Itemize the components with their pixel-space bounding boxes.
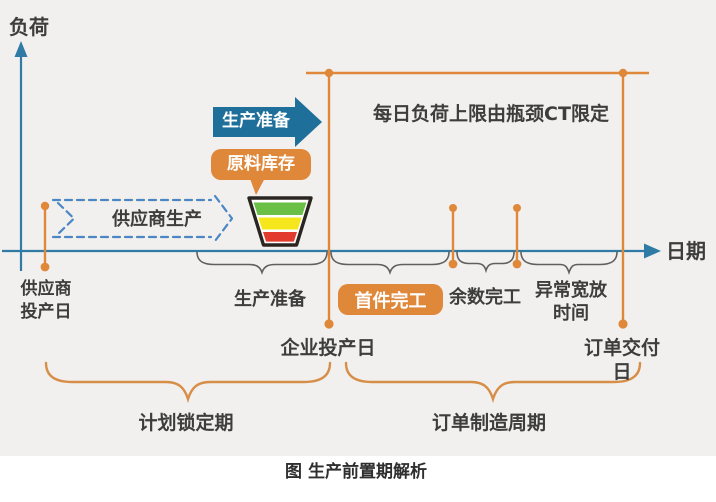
brace-first-piece <box>330 251 450 276</box>
remainder-completion-label: 余数完工 <box>449 287 521 308</box>
order-delivery-date-label: 订单交付日 <box>583 337 660 383</box>
production-prep-arrow-label: 生产准备 <box>222 111 290 131</box>
x-axis-arrowhead <box>644 243 661 259</box>
y-axis-arrowhead <box>14 41 28 57</box>
first-piece-badge: 首件完工 <box>338 284 443 315</box>
supplier-start-date-label: 供应商 投产日 <box>20 279 72 322</box>
figure-caption: 图 生产前置期解析 <box>285 462 427 482</box>
y-axis <box>14 41 28 271</box>
supplier-production-dashed-arrow <box>51 194 234 243</box>
supplier-production-label: 供应商生产 <box>112 209 202 230</box>
supplier-start-marker <box>40 201 50 272</box>
brace-allowance <box>520 251 618 276</box>
enterprise-start-date-label: 企业投产日 <box>280 337 376 359</box>
inventory-funnel-icon <box>247 196 313 247</box>
x-axis <box>2 243 661 259</box>
order-manufacturing-cycle-label: 订单制造周期 <box>431 412 547 434</box>
brace-production-prep <box>196 251 328 276</box>
funnel-red-band <box>263 232 297 242</box>
brace-remainder <box>456 251 515 274</box>
enterprise-start-line <box>324 68 334 329</box>
brace-plan-lock <box>44 361 332 404</box>
raw-material-bubble-shape <box>211 149 311 195</box>
production-prep-arrow-shape <box>213 97 322 147</box>
funnel-green-band <box>253 202 307 215</box>
remainder-start-marker <box>448 204 458 269</box>
first-piece-label: 首件完工 <box>354 290 427 312</box>
raw-material-inventory-label: 原料库存 <box>227 154 295 174</box>
daily-load-limit-note: 每日负荷上限由瓶颈CT限定 <box>373 103 609 125</box>
production-prep-span-label: 生产准备 <box>234 289 306 310</box>
abnormal-allowance-label: 异常宽放 时间 <box>535 280 607 324</box>
funnel-yellow-band <box>258 217 302 230</box>
y-axis-label: 负荷 <box>9 15 49 39</box>
plan-lock-period-label: 计划锁定期 <box>138 412 234 434</box>
x-axis-label: 日期 <box>666 239 706 263</box>
allowance-start-marker <box>512 204 522 269</box>
brace-order-cycle <box>344 361 642 404</box>
order-delivery-line <box>618 68 628 329</box>
